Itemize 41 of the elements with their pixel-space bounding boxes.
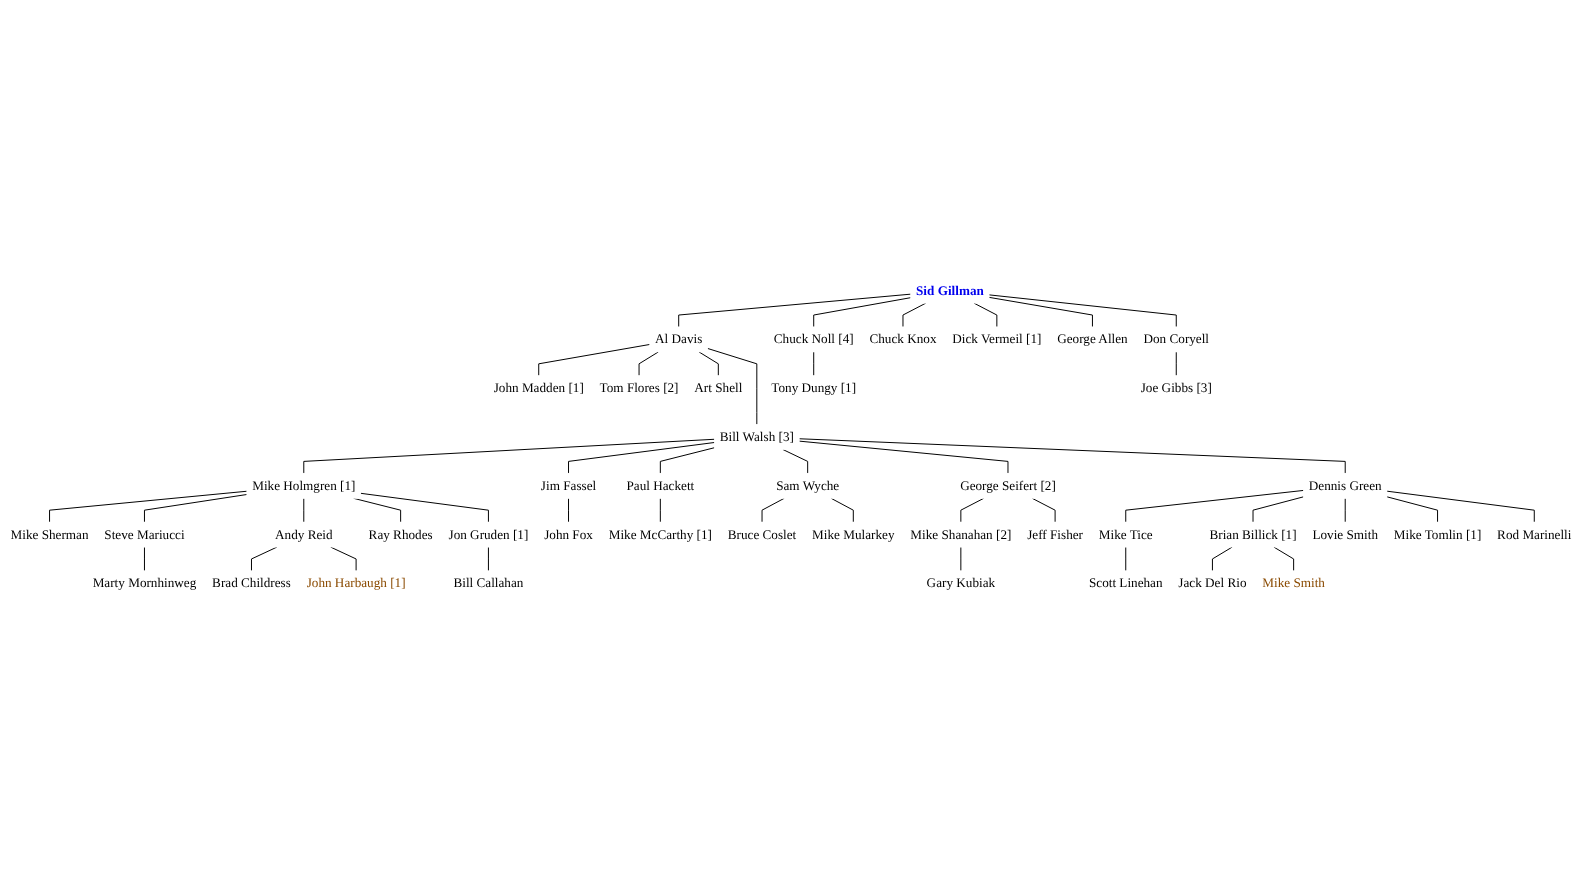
connector: [303, 497, 305, 523]
connector: [988, 294, 1177, 328]
connector: [1252, 496, 1304, 523]
connector: [678, 293, 912, 328]
connector: [143, 546, 145, 572]
connector: [830, 497, 854, 523]
connector: [659, 447, 715, 474]
connector: [902, 302, 927, 328]
connector: [568, 442, 715, 474]
connector: [568, 497, 569, 523]
connector: [1273, 546, 1295, 572]
connector: [1386, 490, 1535, 523]
connector: [1175, 351, 1177, 377]
connector: [1386, 496, 1439, 523]
connector: [988, 296, 1093, 328]
connector: [761, 497, 785, 523]
connector: [782, 449, 809, 474]
connector: [1211, 546, 1233, 572]
connector: [538, 343, 651, 377]
connector: [330, 546, 357, 572]
connector: [487, 546, 489, 572]
connector: [798, 440, 1009, 474]
connector: [353, 497, 402, 523]
connector: [973, 302, 998, 328]
connector: [1031, 497, 1056, 523]
connector: [698, 351, 719, 377]
connector: [360, 492, 489, 523]
connector: [707, 347, 758, 425]
connector: [798, 438, 1346, 474]
connector: [143, 494, 248, 523]
connector: [1125, 546, 1127, 572]
connector: [303, 438, 715, 474]
connector: [1125, 489, 1304, 523]
connector: [251, 546, 278, 572]
connector: [813, 297, 912, 328]
connector: [1344, 497, 1346, 523]
connector: [813, 351, 815, 377]
connector: [960, 497, 985, 523]
connector: [638, 351, 659, 377]
connector: [659, 497, 661, 523]
connector: [49, 490, 248, 523]
